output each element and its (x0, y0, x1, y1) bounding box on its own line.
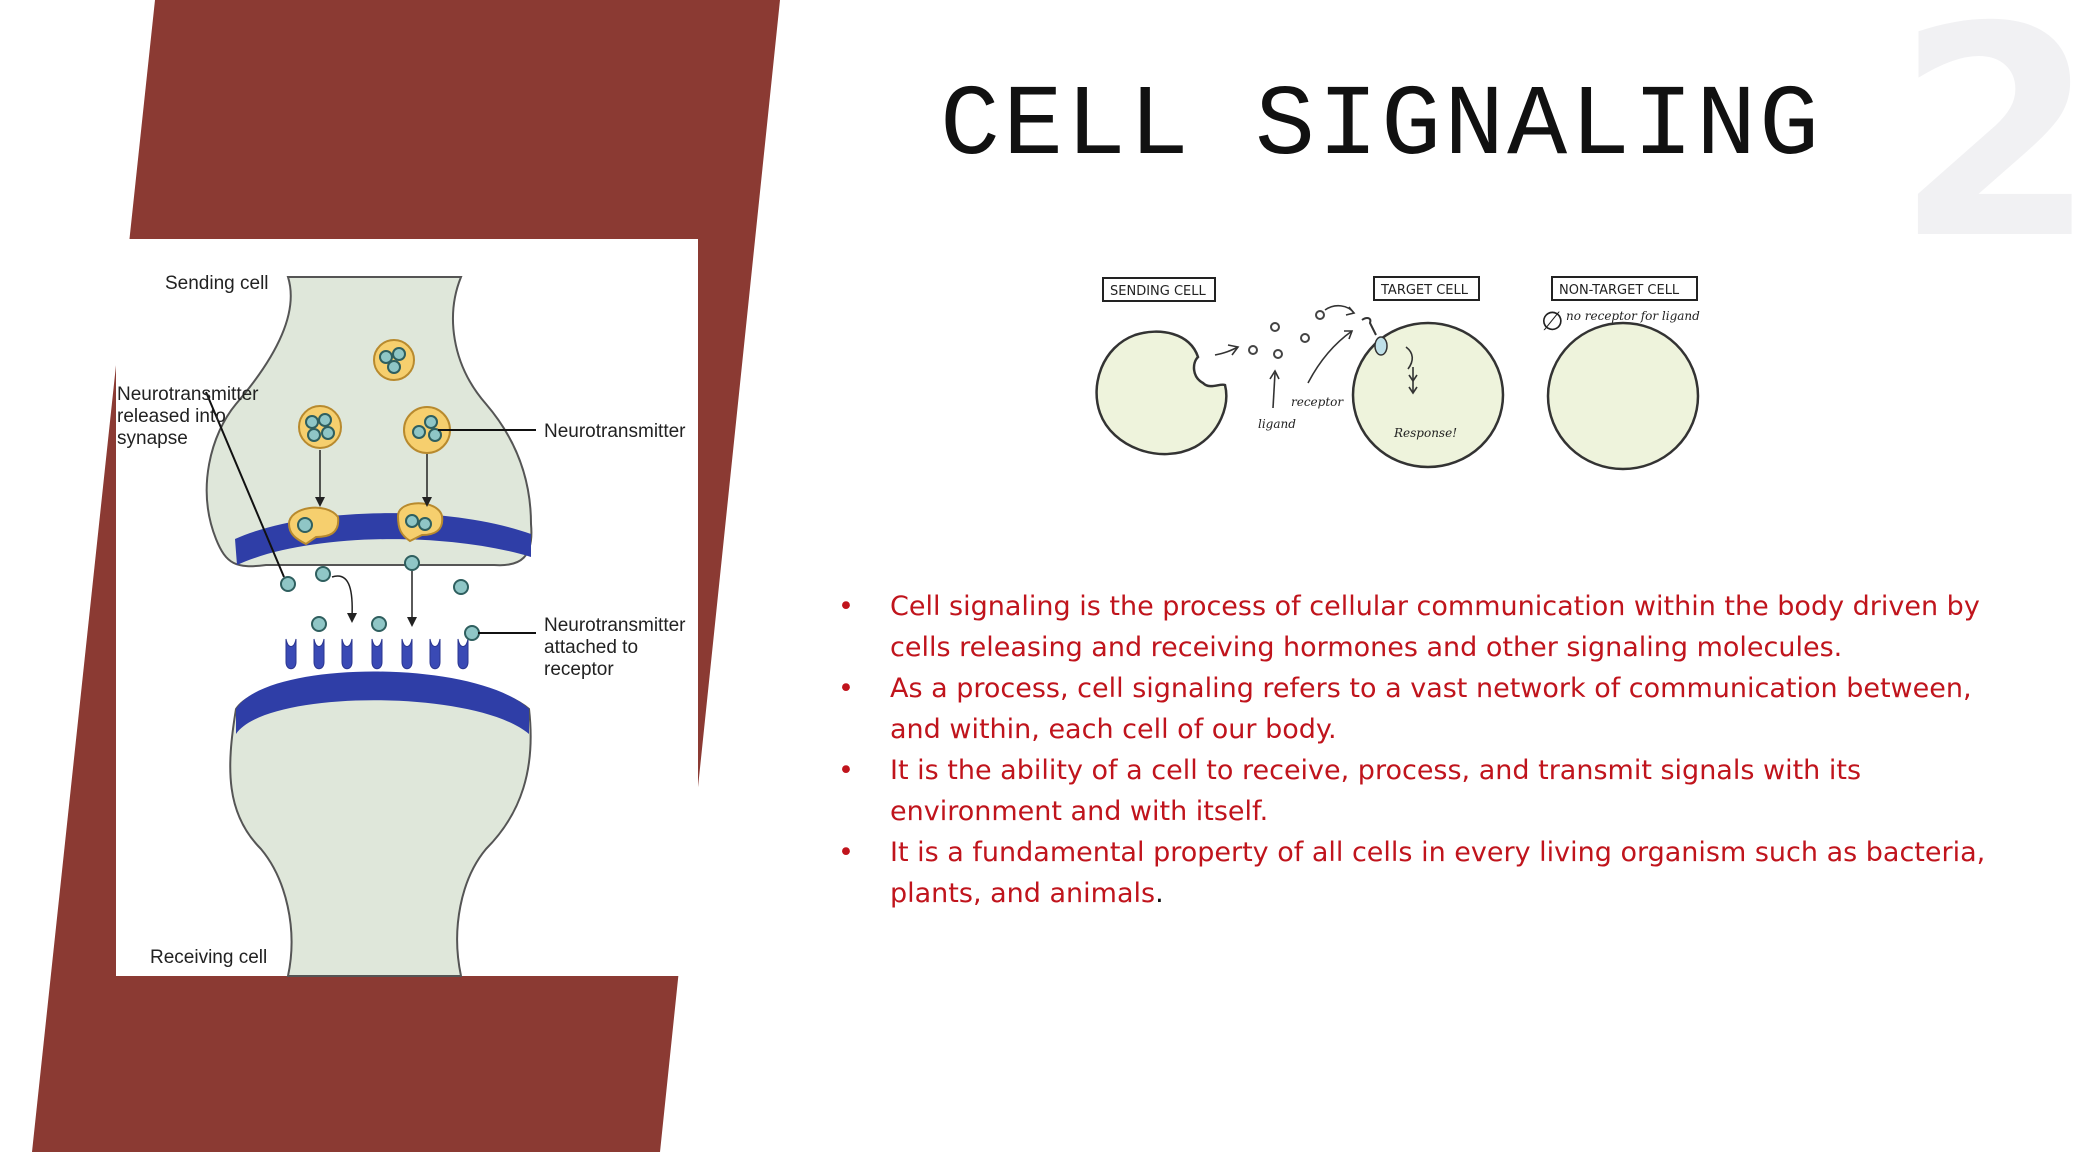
label-released-3: synapse (117, 428, 188, 449)
neurotransmitter (321, 426, 335, 440)
bullet-text: Cell signaling is the process of cellula… (890, 591, 1980, 663)
label-neurotransmitter: Neurotransmitter (544, 421, 686, 442)
sending-cell-circle (1095, 330, 1228, 456)
sketch-arrows (1214, 304, 1418, 409)
receptor-icon (1361, 317, 1377, 336)
sending-cell-body (205, 276, 533, 568)
bullet-text: As a process, cell signaling refers to a… (890, 673, 1972, 745)
synapse-figure: Sending cell Neurotransmitter released i… (116, 239, 698, 977)
label-non-target-cell: NON-TARGET CELL (1559, 283, 1680, 298)
slide: 2 CELL SIGNALING (32, 0, 2097, 1152)
neurotransmitter (424, 415, 438, 429)
neurotransmitter (412, 425, 426, 439)
label-response: Response! (1393, 426, 1457, 440)
receiving-cell-body (229, 674, 532, 977)
receptor (457, 638, 469, 670)
label-released-1: Neurotransmitter (117, 384, 259, 405)
neurotransmitter (371, 616, 387, 632)
neurotransmitter (280, 576, 296, 592)
neurotransmitter (464, 625, 480, 641)
non-target-cell-circle (1546, 321, 1700, 471)
receptor (341, 638, 353, 670)
bullet-item: • As a process, cell signaling refers to … (838, 668, 2018, 750)
bullet-list: • Cell signaling is the process of cellul… (838, 586, 2018, 914)
synapse-diagram: Sending cell Neurotransmitter released i… (117, 273, 686, 977)
bullet-dot: • (838, 755, 854, 786)
null-symbol-icon: ∅ (1541, 307, 1564, 337)
neurotransmitter (404, 555, 420, 571)
bound-ligand-icon (1374, 336, 1388, 356)
neurotransmitter (379, 350, 393, 364)
label-released-2: released into (117, 406, 226, 427)
ligand-molecule (1273, 349, 1283, 359)
receptors (285, 638, 469, 670)
pointer-lines (205, 391, 536, 634)
label-attached-3: receptor (544, 659, 614, 680)
target-cell-circle (1351, 321, 1505, 469)
label-attached-1: Neurotransmitter (544, 615, 686, 636)
non-target-cell-box (1551, 276, 1698, 301)
neurotransmitters (280, 347, 480, 641)
receptor (285, 638, 297, 670)
ligand-molecule (1300, 333, 1310, 343)
receptor (429, 638, 441, 670)
ligand-molecule (1270, 322, 1280, 332)
neurotransmitter (297, 517, 313, 533)
ligand-molecule (1248, 345, 1258, 355)
bullet-dot: • (838, 837, 854, 868)
ligand-molecule (1315, 310, 1325, 320)
bullet-item: • It is the ability of a cell to receive,… (838, 750, 2018, 832)
label-target-cell: TARGET CELL (1380, 283, 1469, 298)
bullet-dot: • (838, 591, 854, 622)
bullet-text: It is a fundamental property of all cell… (890, 837, 1986, 909)
signaling-sketch: SENDING CELL TARGET CELL NON-TARGET CELL… (1080, 265, 1740, 485)
fusing-vesicle (287, 506, 340, 546)
neurotransmitter (318, 413, 332, 427)
neurotransmitter (453, 579, 469, 595)
bullet-text: It is the ability of a cell to receive, … (890, 755, 1862, 827)
label-sending-cell: Sending cell (165, 273, 269, 294)
signaling-sketch-svg: SENDING CELL TARGET CELL NON-TARGET CELL… (1095, 276, 1700, 471)
neurotransmitter (392, 347, 406, 361)
receptor (371, 638, 383, 670)
receptor (401, 638, 413, 670)
slide-title: CELL SIGNALING (940, 71, 1823, 184)
arrow-heads (315, 497, 432, 627)
page-number: 2 (1895, 0, 2097, 303)
neurotransmitter (311, 616, 327, 632)
bullet-final-period: . (1155, 878, 1164, 909)
sending-cell-box (1102, 277, 1216, 302)
target-cell-box (1373, 276, 1480, 301)
label-ligand: ligand (1258, 417, 1296, 431)
neurotransmitter (387, 360, 401, 374)
label-attached-2: attached to (544, 637, 638, 658)
bullet-item: • Cell signaling is the process of cellul… (838, 586, 2018, 668)
bullet-item: • It is a fundamental property of all cel… (838, 832, 2018, 914)
receiving-membrane (236, 671, 529, 734)
neurotransmitter (315, 566, 331, 582)
release-arrows (319, 450, 428, 621)
bullet-dot: • (838, 673, 854, 704)
receptor (313, 638, 325, 670)
label-sending-cell-sketch: SENDING CELL (1110, 284, 1206, 299)
neurotransmitter (418, 517, 432, 531)
label-no-receptor: no receptor for ligand (1566, 309, 1700, 323)
ligand-molecules (1248, 310, 1325, 359)
label-receptor: receptor (1291, 395, 1344, 409)
label-receiving-cell: Receiving cell (150, 947, 267, 968)
neurotransmitter (307, 428, 321, 442)
neurotransmitter (305, 415, 319, 429)
neurotransmitter (428, 428, 442, 442)
vesicle (298, 405, 342, 449)
neurotransmitter (405, 514, 419, 528)
